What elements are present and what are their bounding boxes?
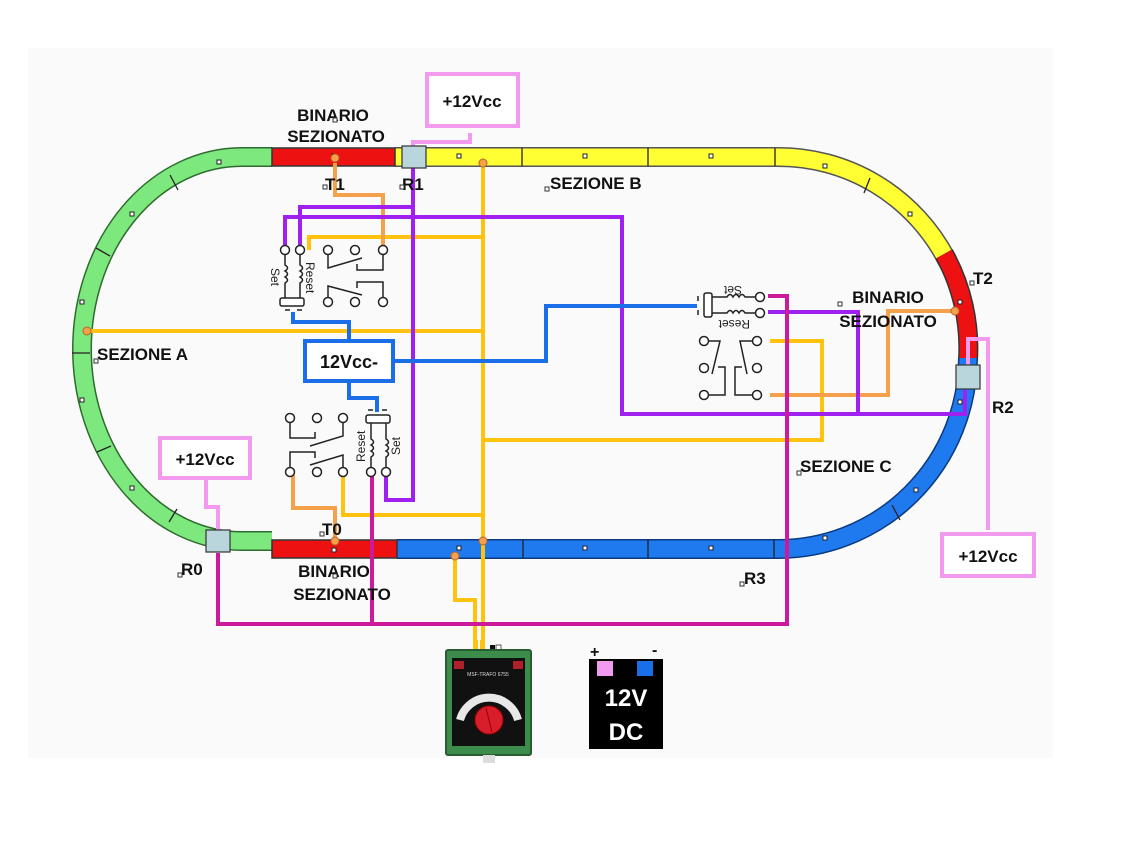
binario-sezionato-right-line1: BINARIO (852, 288, 924, 307)
battery-positive-terminal (597, 661, 613, 676)
wire-yellow-relay2 (341, 473, 483, 517)
battery-12v-dc: + - 12V DC (589, 642, 663, 749)
wire-purple-relay1-reset (298, 205, 413, 248)
power-box-left-label: +12Vcc (175, 450, 234, 469)
sezione-b-label: SEZIONE B (550, 174, 642, 193)
power-box-left: +12Vcc (158, 436, 252, 480)
wire-purple-r1 (384, 168, 415, 502)
battery-negative-terminal (637, 661, 653, 676)
wire-blue-relay2 (347, 383, 379, 412)
power-box-negative: 12Vcc- (303, 339, 395, 383)
binario-sezionato-top-line2: SEZIONATO (287, 127, 385, 146)
t0-label: T0 (322, 520, 342, 539)
wires (87, 133, 990, 640)
relay-3 (697, 291, 766, 401)
track-sezione-b-fill (395, 148, 956, 266)
wire-pink-left (204, 477, 220, 530)
relay-2-set-label: Set (389, 436, 403, 455)
r2-label: R2 (992, 398, 1014, 417)
battery-minus-label: - (652, 642, 657, 659)
wire-yellow-relay1 (307, 235, 483, 250)
wire-orange-t2 (770, 309, 955, 397)
t1-label: T1 (325, 175, 345, 194)
power-box-top: +12Vcc (425, 72, 520, 128)
transformer-label: MSF-TRAFO 6755 (467, 672, 509, 678)
sezione-a-label: SEZIONE A (97, 345, 188, 364)
reed-sensors (205, 145, 981, 553)
relay-1-set-label: Set (268, 268, 282, 287)
wire-magenta-r0-r3-loop (216, 294, 789, 626)
transformer: MSF-TRAFO 6755 (445, 640, 532, 763)
binario-sezionato-bottom-line1: BINARIO (298, 562, 370, 581)
reed-sensor-r0 (205, 529, 231, 553)
r1-label: R1 (402, 175, 424, 194)
wire-pink-right (966, 337, 990, 530)
r0-label: R0 (181, 560, 203, 579)
track-sezione-c-fill (397, 357, 977, 558)
power-box-top-label: +12Vcc (442, 92, 501, 111)
r3-label: R3 (744, 569, 766, 588)
track-joints (72, 148, 901, 558)
battery-type-label: DC (609, 719, 644, 746)
relay-1-reset-label: Reset (303, 262, 317, 294)
power-box-right-label: +12Vcc (958, 547, 1017, 566)
relay-2 (284, 409, 392, 478)
wire-orange-t1 (333, 163, 385, 248)
relay-2-reset-label: Reset (354, 430, 368, 462)
wire-purple-relay3-reset (768, 310, 860, 414)
wire-blue-relay1 (291, 312, 351, 345)
binario-sezionato-top-line1: BINARIO (297, 106, 369, 125)
wire-blue-relay3 (393, 304, 697, 363)
wire-purple-relay1-set (283, 215, 967, 416)
reed-sensor-r1 (401, 145, 427, 169)
relay-3-set-label: Set (723, 283, 742, 297)
relay-1 (279, 244, 389, 311)
power-box-right: +12Vcc (940, 532, 1036, 578)
sezione-c-label: SEZIONE C (800, 457, 892, 476)
binario-sezionato-right-line2: SEZIONATO (839, 312, 937, 331)
battery-plus-label: + (590, 644, 599, 661)
reed-sensor-r2 (955, 364, 981, 390)
binario-sezionato-bottom-line2: SEZIONATO (293, 585, 391, 604)
wire-yellow-sezione-c-feed (453, 556, 477, 640)
battery-voltage-label: 12V (605, 685, 648, 712)
t2-label: T2 (973, 269, 993, 288)
power-box-negative-label: 12Vcc- (320, 352, 378, 372)
wire-yellow-relay3 (483, 339, 824, 442)
connection-dots (82, 153, 960, 561)
labels: BINARIO SEZIONATO BINARIO SEZIONATO BINA… (93, 106, 1014, 604)
wire-orange-t0 (291, 473, 337, 541)
relay-3-reset-label: Reset (718, 317, 750, 331)
